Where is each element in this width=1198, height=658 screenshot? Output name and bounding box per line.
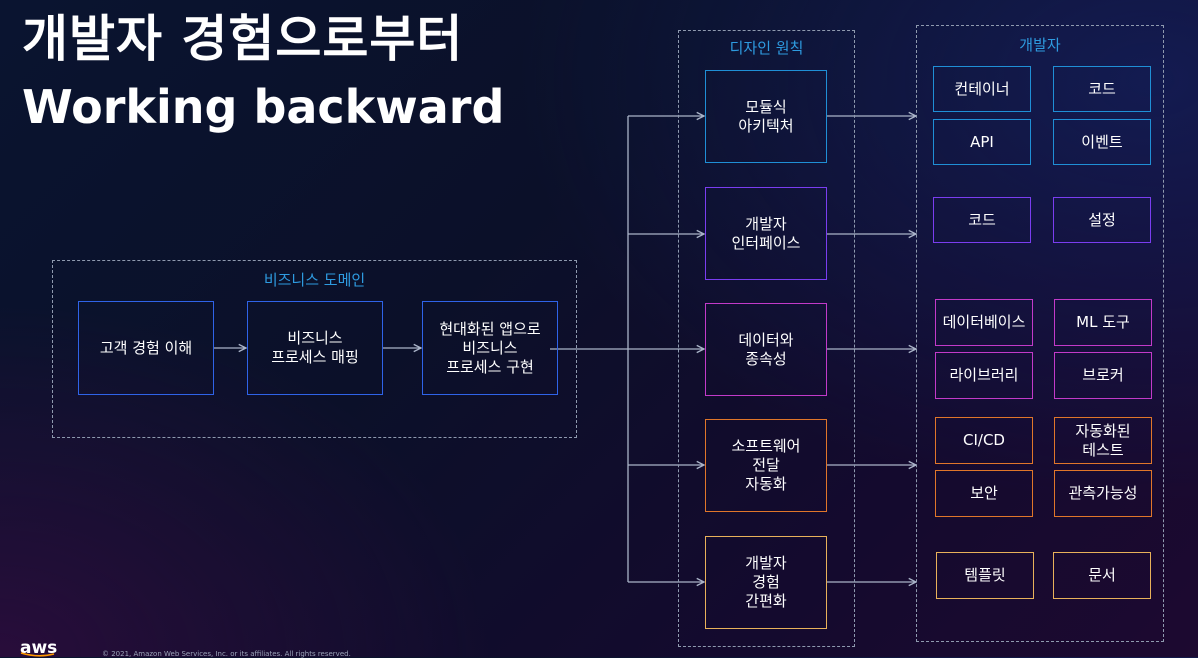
dev-item-broker: 브로커: [1054, 352, 1152, 399]
page-title: 개발자 경험으로부터: [22, 10, 464, 68]
principle-developer-interface: 개발자 인터페이스: [705, 187, 827, 280]
dev-item-security: 보안: [935, 470, 1033, 517]
dev-item-code: 코드: [1053, 66, 1151, 112]
dev-item-event: 이벤트: [1053, 119, 1151, 165]
dev-item-api: API: [933, 119, 1031, 165]
aws-smile-icon: [20, 652, 55, 657]
dev-item-ml-tools: ML 도구: [1054, 299, 1152, 346]
dev-item-container: 컨테이너: [933, 66, 1031, 112]
dev-item-automated-test: 자동화된 테스트: [1054, 417, 1152, 464]
design-principles-group: 디자인 원칙: [678, 30, 855, 647]
step-understand-customer: 고객 경험 이해: [78, 301, 214, 395]
developer-group: 개발자: [916, 25, 1164, 642]
principle-modular-architecture: 모듈식 아키텍처: [705, 70, 827, 163]
dev-item-template: 템플릿: [936, 552, 1034, 599]
business-domain-label: 비즈니스 도메인: [263, 271, 366, 289]
page-subtitle: Working backward: [22, 80, 505, 134]
step-map-process: 비즈니스 프로세스 매핑: [247, 301, 383, 395]
dev-item-cicd: CI/CD: [935, 417, 1033, 464]
dev-item-library: 라이브러리: [935, 352, 1033, 399]
dev-item-code-2: 코드: [933, 197, 1031, 243]
principle-delivery-automation: 소프트웨어 전달 자동화: [705, 419, 827, 512]
dev-item-database: 데이터베이스: [935, 299, 1033, 346]
principle-data-dependencies: 데이터와 종속성: [705, 303, 827, 396]
business-domain-group: 비즈니스 도메인: [52, 260, 577, 438]
copyright-text: © 2021, Amazon Web Services, Inc. or its…: [102, 650, 351, 658]
dev-item-config: 설정: [1053, 197, 1151, 243]
principle-simplify-devex: 개발자 경험 간편화: [705, 536, 827, 629]
step-implement-process: 현대화된 앱으로 비즈니스 프로세스 구현: [422, 301, 558, 395]
dev-item-docs: 문서: [1053, 552, 1151, 599]
aws-logo: aws: [20, 638, 58, 658]
dev-item-observability: 관측가능성: [1054, 470, 1152, 517]
design-principles-label: 디자인 원칙: [729, 39, 804, 57]
developer-label: 개발자: [1019, 36, 1061, 54]
